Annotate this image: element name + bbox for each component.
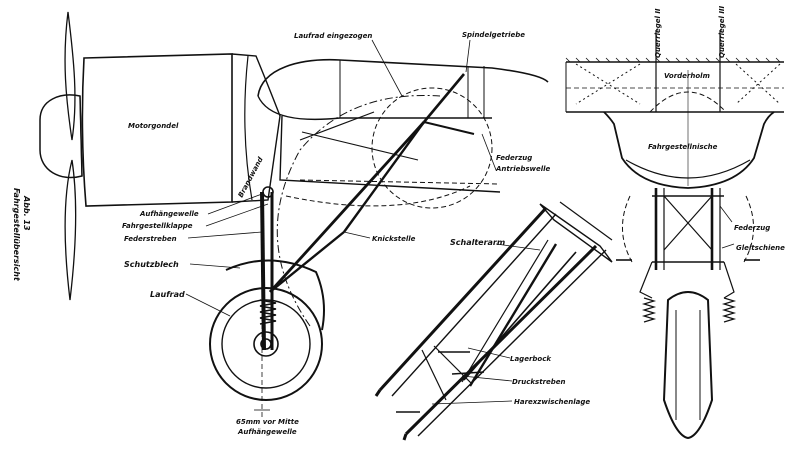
label-federzug: Federzug (734, 224, 770, 232)
label-knickstelle: Knickstelle (372, 235, 416, 243)
label-harexzwischenlage: Harexzwischenlage (514, 398, 590, 406)
label-druckstreben: Druckstreben (512, 378, 566, 386)
label-gleitschiene: Gleitschiene (736, 244, 785, 252)
label-offset-note-1: 65mm vor Mitte (236, 418, 299, 426)
label-querriegel-2: Querriegel II (654, 8, 662, 58)
label-fahrgestellnische: Fahrgestellnische (648, 143, 718, 151)
label-antriebswelle: Antriebswelle (495, 165, 551, 173)
strut-detail-assembly (374, 201, 613, 441)
label-lagerbock: Lagerbock (510, 355, 552, 363)
wing-profile (257, 58, 549, 327)
label-querriegel-3: Querriegel III (718, 5, 726, 58)
propeller (39, 11, 83, 301)
figure-caption: Fahrgestellübersicht Abb. 13 (12, 188, 31, 282)
label-laufrad: Laufrad (150, 290, 185, 299)
label-laufrad-eingezogen: Laufrad eingezogen (294, 32, 372, 40)
caption-figure-number: Abb. 13 (22, 195, 31, 231)
label-spindelgetriebe: Spindelgetriebe (462, 31, 525, 39)
label-aufhaengewelle: Aufhängewelle (139, 210, 199, 218)
label-offset-note-2: Aufhängewelle (237, 428, 297, 436)
leader-lines (185, 39, 735, 405)
label-schutzblech: Schutzblech (124, 260, 179, 269)
main-gear-side (209, 73, 475, 420)
label-fahrgestellklappe: Fahrgestellklappe (122, 222, 193, 230)
label-schalterarm: Schalterarm (450, 238, 505, 247)
label-motorgondel: Motorgondel (128, 122, 179, 130)
caption-title: Fahrgestellübersicht (12, 188, 21, 282)
label-vorderholm: Vorderholm (664, 72, 710, 80)
label-federstreben: Federstreben (124, 235, 177, 243)
front-view (565, 30, 784, 440)
motor-nacelle (81, 53, 281, 207)
label-federzug-upper: Federzug (496, 154, 532, 162)
